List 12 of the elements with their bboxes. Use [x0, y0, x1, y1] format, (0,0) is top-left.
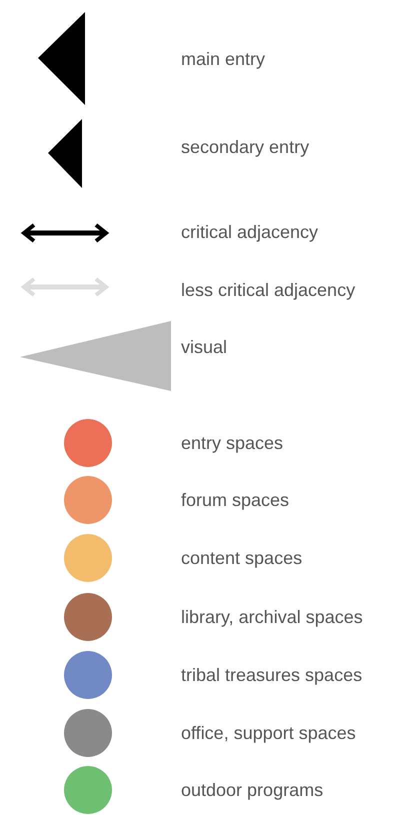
legend-label: secondary entry [181, 136, 310, 158]
legend-label: library, archival spaces [181, 606, 363, 628]
legend-label: main entry [181, 48, 266, 70]
legend-label: entry spaces [181, 432, 284, 454]
legend-label: content spaces [181, 547, 302, 569]
legend-label: critical adjacency [181, 221, 318, 243]
legend-label: less critical adjacency [181, 279, 356, 301]
legend-label: forum spaces [181, 489, 290, 511]
legend-label: tribal treasures spaces [181, 664, 362, 686]
legend-label: office, support spaces [181, 722, 356, 744]
legend-label: visual [181, 336, 228, 358]
legend-label: outdoor programs [181, 779, 324, 801]
